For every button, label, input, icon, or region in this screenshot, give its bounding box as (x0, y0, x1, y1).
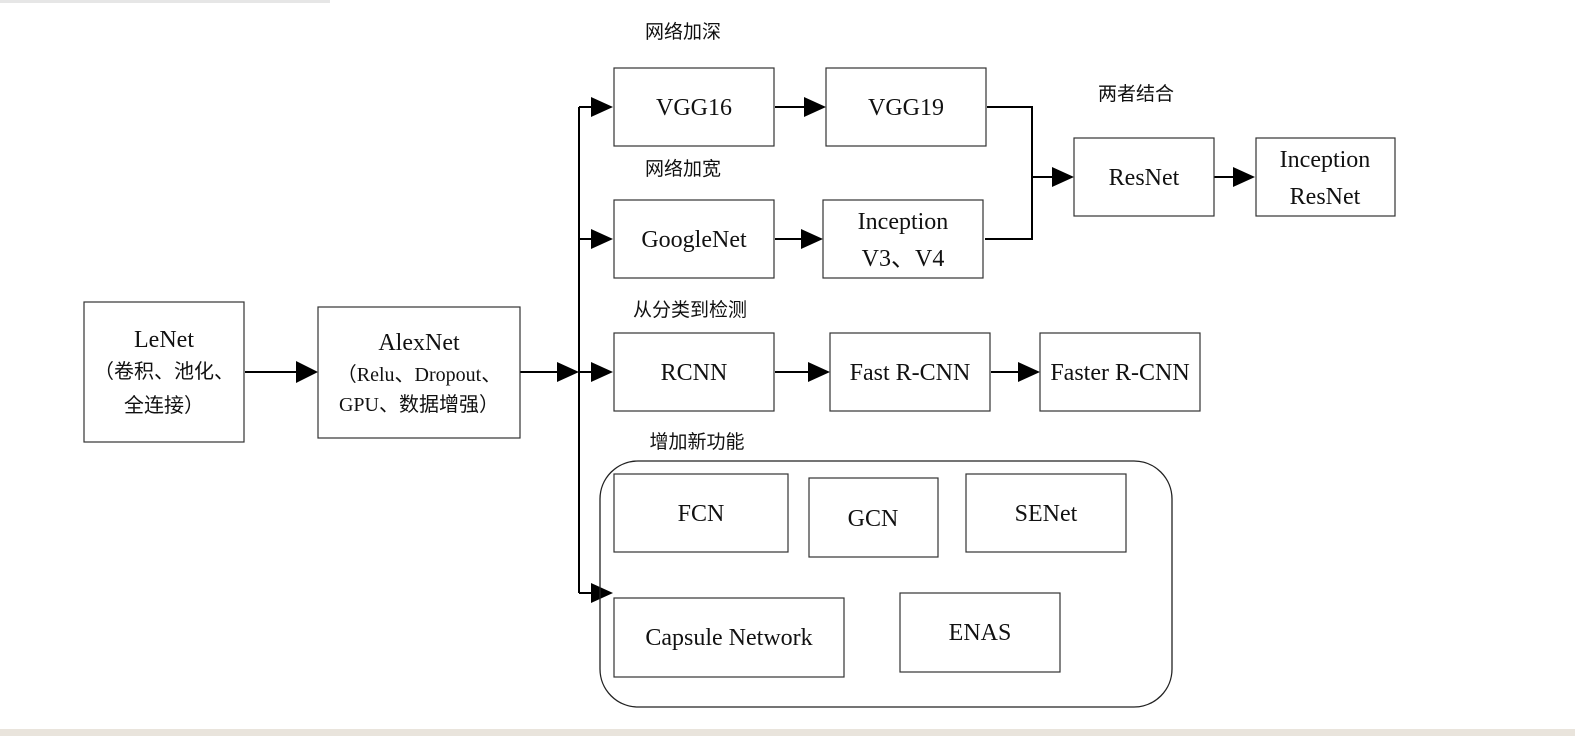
node-inception-v3v4-line1: Inception (858, 209, 949, 235)
node-faster-rcnn-label: Faster R-CNN (1050, 360, 1189, 386)
node-alexnet-desc-1: （Relu、Dropout、 (337, 363, 501, 386)
node-alexnet-desc-2: GPU、数据增强） (339, 393, 499, 416)
arrowheads (296, 97, 1255, 603)
node-capsule-network: Capsule Network (613, 597, 845, 678)
arrowhead-to-vgg19 (804, 97, 826, 117)
node-googlenet-label: GoogleNet (641, 227, 747, 253)
node-alexnet: AlexNet （Relu、Dropout、 GPU、数据增强） (317, 306, 521, 439)
arrowhead-to-trunk (557, 362, 579, 382)
arrowhead-to-googlenet (591, 229, 613, 249)
arrowhead-to-inception-v3v4 (801, 229, 823, 249)
new-functions-container (599, 460, 1173, 708)
arrowhead-to-inception-resnet (1233, 167, 1255, 187)
node-rcnn: RCNN (613, 332, 775, 412)
node-alexnet-title: AlexNet (378, 330, 460, 356)
node-lenet-desc-1: （卷积、池化、 (94, 360, 234, 383)
arrowhead-to-resnet (1052, 167, 1074, 187)
node-inception-resnet: Inception ResNet (1255, 137, 1396, 217)
arrowhead-to-new-functions (591, 583, 613, 603)
node-inception-resnet-line1: Inception (1280, 147, 1371, 173)
node-senet-label: SENet (1015, 501, 1078, 527)
top-edge-strip (0, 0, 330, 3)
arrowhead-to-faster-rcnn (1018, 362, 1040, 382)
node-fast-rcnn: Fast R-CNN (829, 332, 991, 412)
node-fcn-label: FCN (678, 501, 725, 527)
node-inception-resnet-line2: ResNet (1290, 184, 1361, 210)
node-vgg19: VGG19 (825, 67, 987, 147)
node-vgg19-label: VGG19 (868, 95, 944, 121)
node-fcn: FCN (613, 473, 789, 553)
node-lenet: LeNet （卷积、池化、 全连接） (83, 301, 245, 443)
node-resnet-label: ResNet (1109, 165, 1180, 191)
label-new-functions: 增加新功能 (649, 431, 744, 453)
node-fast-rcnn-label: Fast R-CNN (850, 360, 971, 386)
node-rcnn-label: RCNN (661, 360, 728, 386)
node-resnet: ResNet (1073, 137, 1215, 217)
node-enas: ENAS (899, 592, 1061, 673)
label-network-wider: 网络加宽 (645, 158, 721, 180)
node-faster-rcnn: Faster R-CNN (1039, 332, 1201, 412)
node-capsule-network-label: Capsule Network (645, 625, 812, 651)
node-gcn: GCN (808, 477, 939, 558)
label-network-deeper: 网络加深 (645, 21, 721, 43)
node-enas-label: ENAS (949, 620, 1012, 646)
node-vgg16-label: VGG16 (656, 95, 732, 121)
node-inception-v3v4-line2: V3、V4 (862, 246, 945, 272)
edges (245, 106, 1234, 594)
node-inception-v3v4: Inception V3、V4 (822, 199, 984, 279)
label-classification-to-detection: 从分类到检测 (633, 299, 747, 321)
arrowhead-to-alexnet (296, 361, 318, 383)
arrowhead-to-fast-rcnn (808, 362, 830, 382)
label-both-combined: 两者结合 (1098, 83, 1174, 105)
node-lenet-desc-2: 全连接） (124, 394, 204, 417)
arrowhead-to-vgg16 (591, 97, 613, 117)
node-vgg16: VGG16 (613, 67, 775, 147)
arrowhead-to-rcnn (591, 362, 613, 382)
node-senet: SENet (965, 473, 1127, 553)
bottom-edge-strip (0, 729, 1575, 736)
node-googlenet: GoogleNet (613, 199, 775, 279)
node-gcn-label: GCN (848, 506, 899, 532)
node-lenet-title: LeNet (134, 327, 194, 353)
